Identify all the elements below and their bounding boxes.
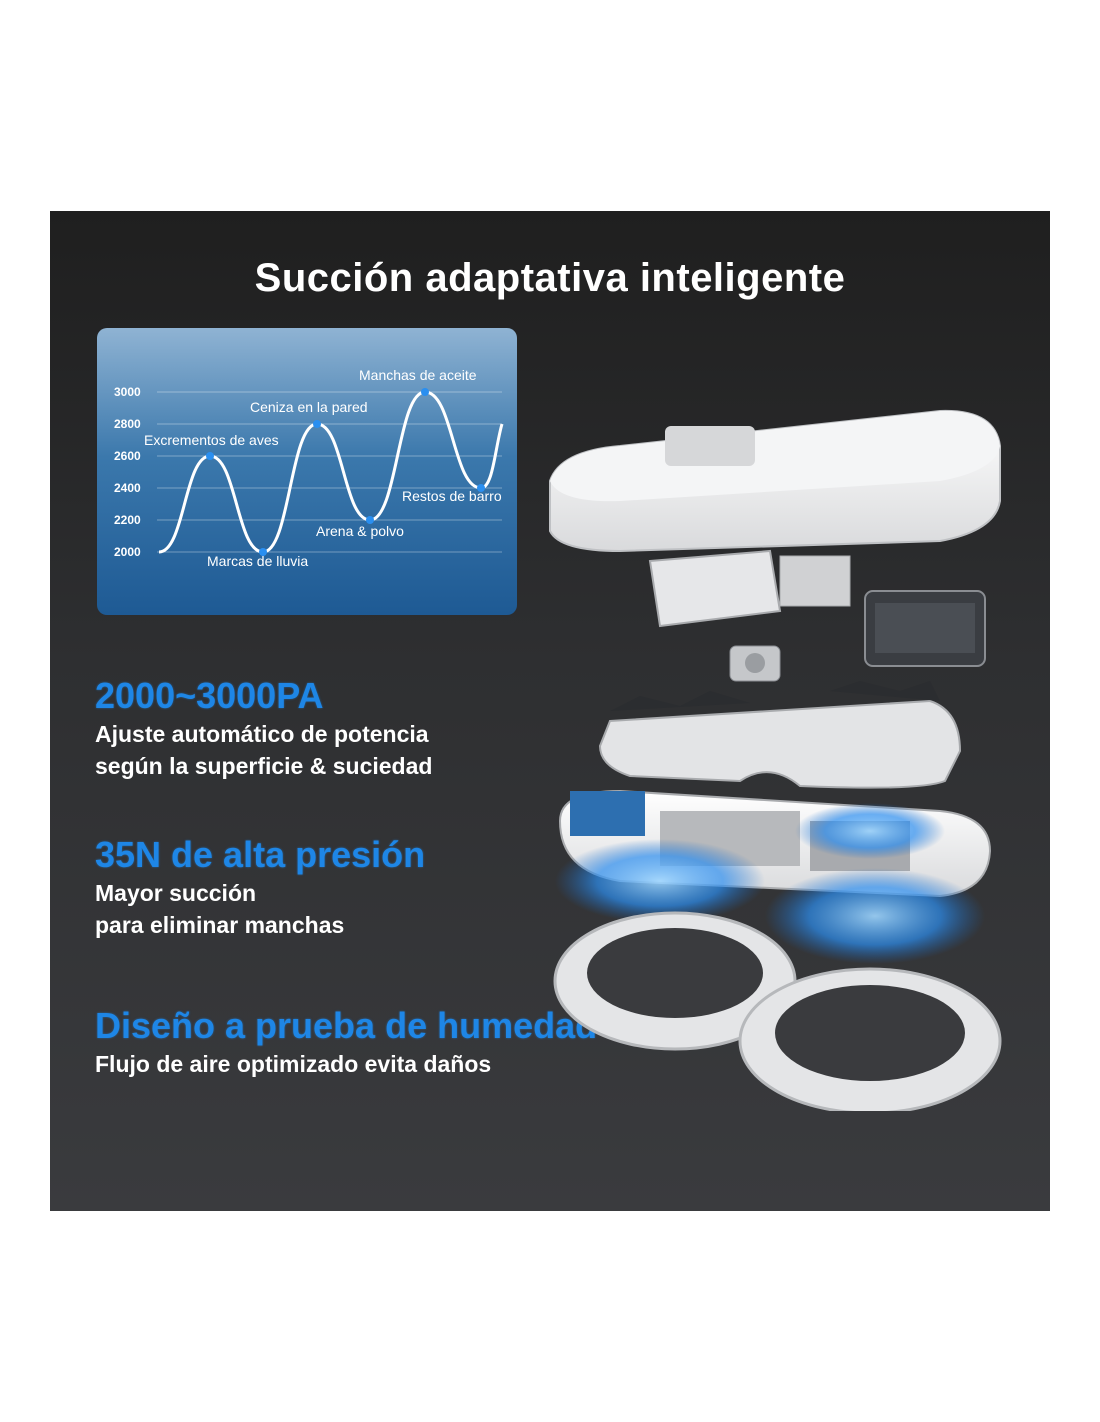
point-label: Marcas de lluvia (207, 553, 308, 569)
point-label: Manchas de aceite (359, 367, 477, 383)
fan-glow-right (765, 868, 985, 964)
point-label: Restos de barro (402, 488, 502, 504)
data-point (313, 420, 321, 428)
series-line (158, 390, 504, 554)
fan-housing (598, 681, 962, 789)
point-label: Ceniza en la pared (250, 399, 368, 415)
dust-box (864, 590, 986, 667)
point-label: Excrementos de aves (144, 432, 279, 448)
feature-text: Mayor succión (95, 880, 257, 906)
wiping-ring-right (738, 967, 1002, 1111)
feature-heading: 35N de alta presión (95, 834, 426, 875)
data-point (366, 516, 374, 524)
feature-heading: Diseño a prueba de humedad (95, 1005, 598, 1046)
wiping-ring-left (553, 911, 797, 1051)
feature-text: Ajuste automático de potencia (95, 721, 429, 747)
feature-moisture: Diseño a prueba de humedad Flujo de aire… (95, 1004, 597, 1080)
feature-text: Flujo de aire optimizado evita daños (95, 1051, 492, 1077)
feature-text: para eliminar manchas (95, 912, 345, 938)
y-tick-label: 2200 (114, 513, 141, 527)
feature-power: 2000~3000PA Ajuste automático de potenci… (95, 674, 432, 782)
suction-chart: 3000 2800 2600 2400 2200 2000 Excrementos de a… (97, 328, 517, 615)
exploded-device-illustration (549, 409, 1002, 1111)
y-tick-label: 2000 (114, 545, 141, 559)
y-tick-label: 2600 (114, 449, 141, 463)
y-tick-label: 3000 (114, 385, 141, 399)
data-point (477, 484, 485, 492)
data-point (206, 452, 214, 460)
feature-heading: 2000~3000PA (95, 675, 324, 716)
top-cover (549, 409, 1001, 553)
data-point (421, 388, 429, 396)
air-duct (648, 549, 851, 628)
fan-glow-left (555, 839, 765, 923)
chart-svg: 3000 2800 2600 2400 2200 2000 Excrementos de a… (114, 367, 504, 569)
feature-text: según la superficie & suciedad (95, 753, 433, 779)
page-title: Succión adaptativa inteligente (254, 256, 846, 300)
point-label: Arena & polvo (316, 523, 404, 539)
motor (729, 645, 781, 682)
y-tick-label: 2800 (114, 417, 141, 431)
data-point (259, 548, 267, 556)
y-tick-label: 2400 (114, 481, 141, 495)
fan-glow-top (795, 803, 945, 859)
feature-pressure: 35N de alta presión Mayor succión para e… (95, 833, 425, 941)
product-panel: Succión adaptativa inteligente 3000 2800 2… (50, 211, 1050, 1211)
